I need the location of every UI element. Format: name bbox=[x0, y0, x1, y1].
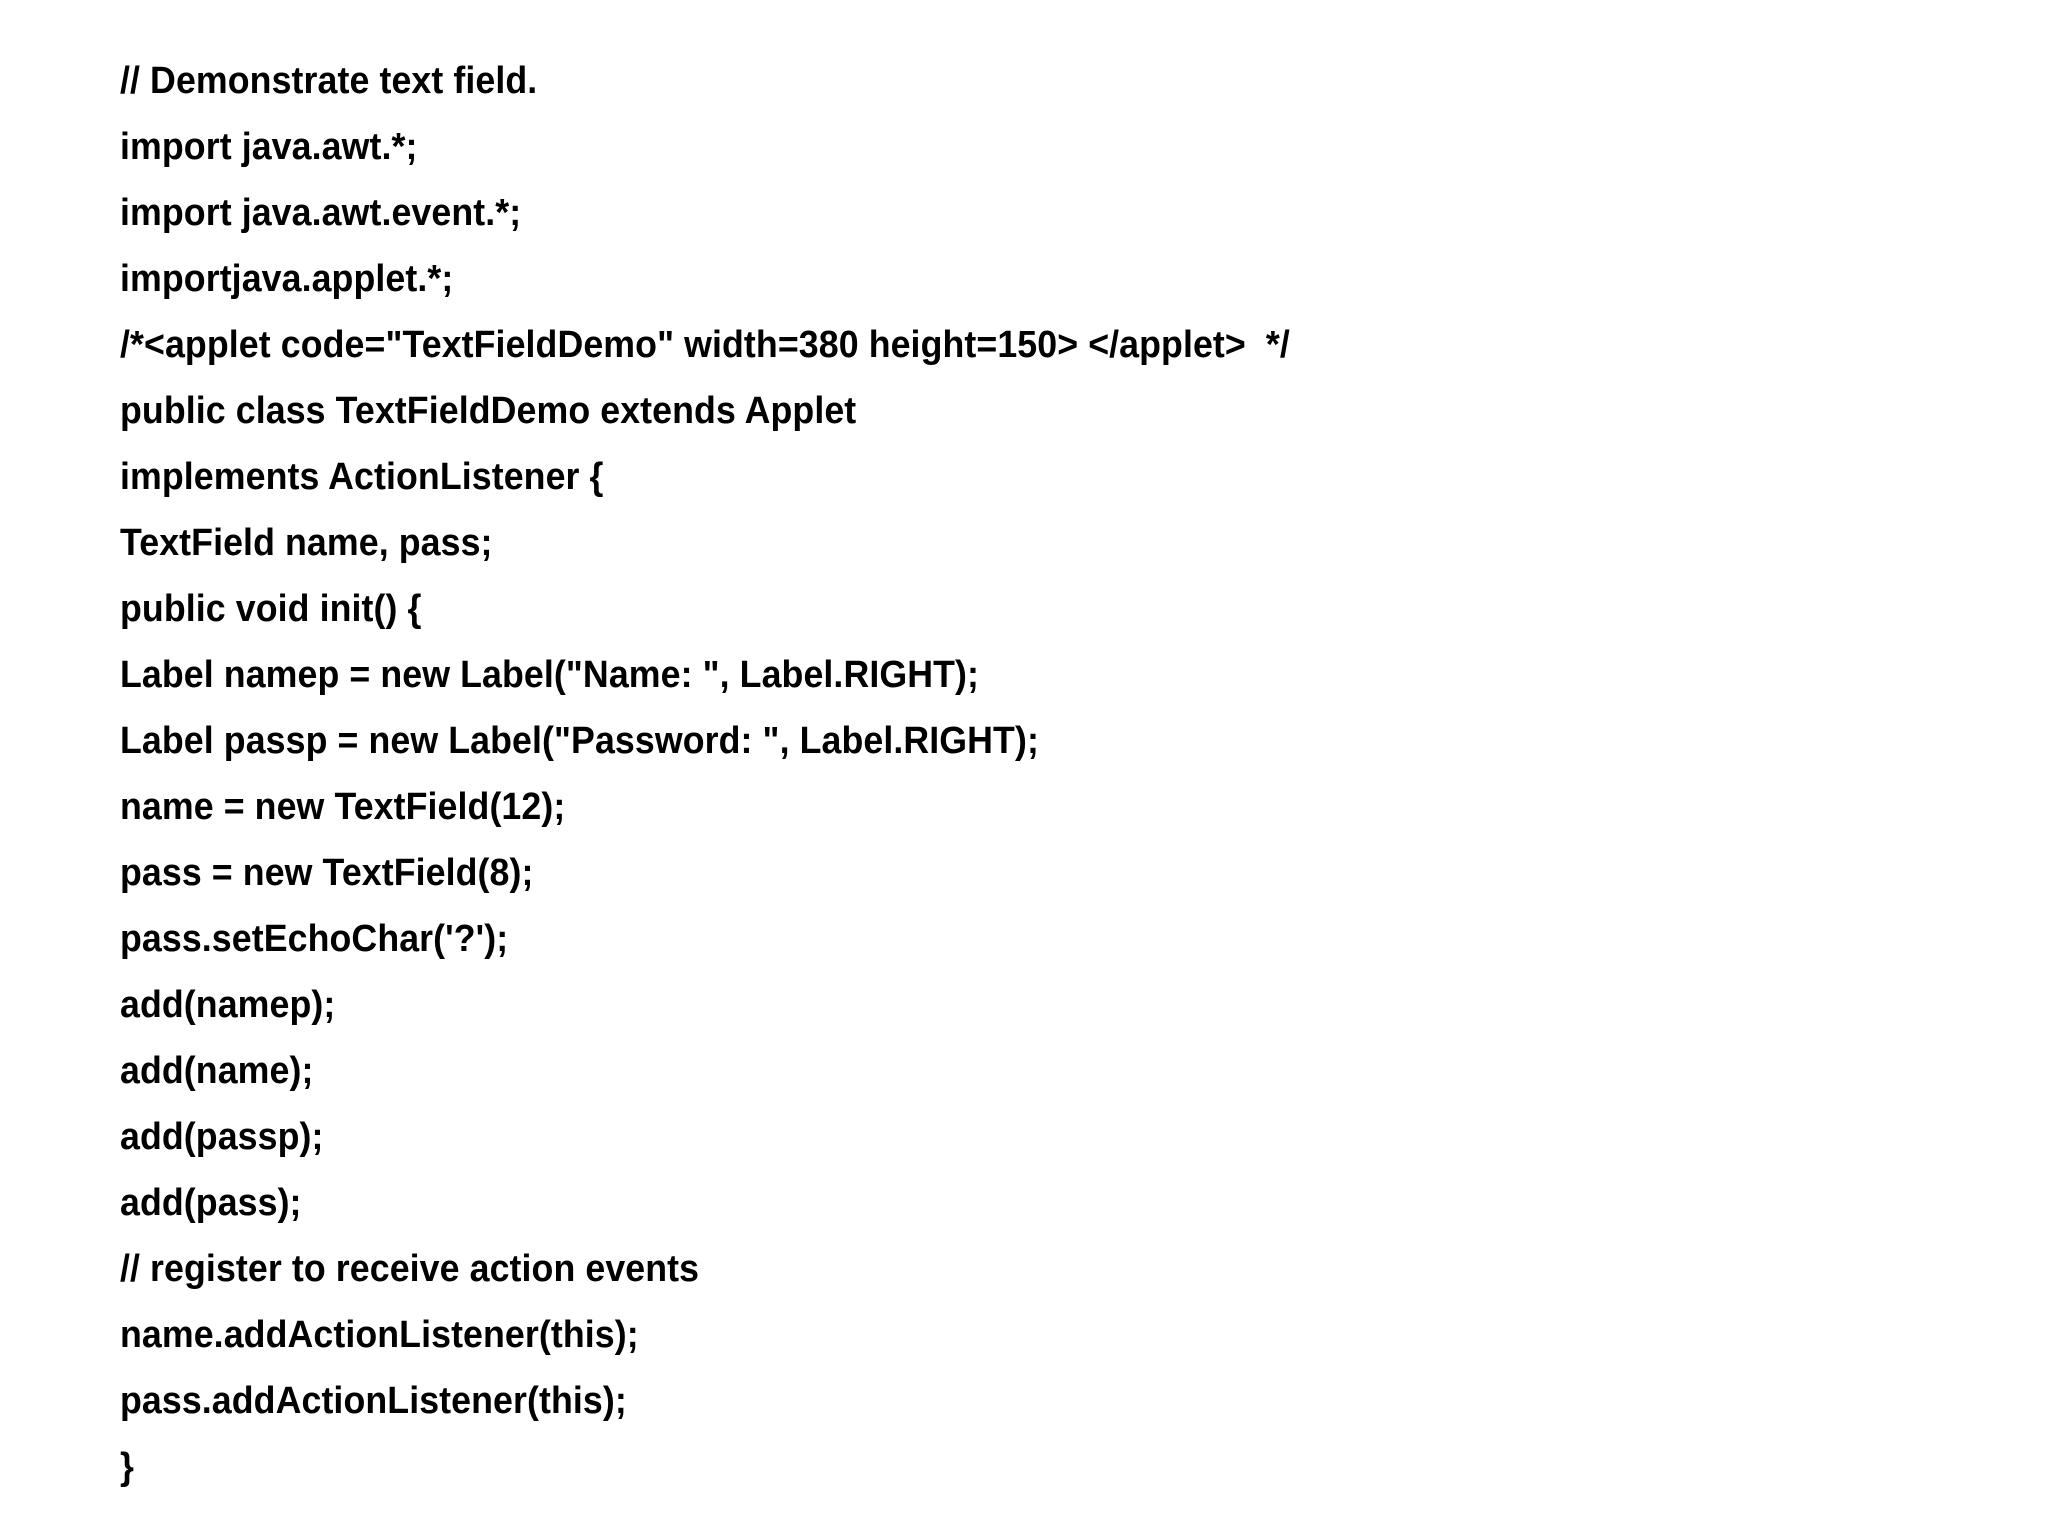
code-line: Label namep = new Label("Name: ", Label.… bbox=[120, 654, 980, 696]
code-line: public void init() { bbox=[120, 588, 422, 630]
code-line: importjava.applet.*; bbox=[120, 258, 454, 300]
code-line: add(namep); bbox=[120, 984, 336, 1026]
code-line: name = new TextField(12); bbox=[120, 786, 566, 828]
code-line: implements ActionListener { bbox=[120, 456, 604, 498]
code-line: add(pass); bbox=[120, 1182, 302, 1224]
code-line: add(passp); bbox=[120, 1116, 324, 1158]
code-line: public class TextFieldDemo extends Apple… bbox=[120, 390, 857, 432]
code-line: Label passp = new Label("Password: ", La… bbox=[120, 720, 1039, 762]
code-line: } bbox=[120, 1446, 134, 1488]
code-line: import java.awt.*; bbox=[120, 126, 418, 168]
code-line: // register to receive action events bbox=[120, 1248, 700, 1290]
code-line: TextField name, pass; bbox=[120, 522, 493, 564]
code-line: pass = new TextField(8); bbox=[120, 852, 534, 894]
code-listing: // Demonstrate text field. import java.a… bbox=[120, 48, 1980, 1500]
code-line: name.addActionListener(this); bbox=[120, 1314, 639, 1356]
code-line: pass.setEchoChar('?'); bbox=[120, 918, 509, 960]
code-line: add(name); bbox=[120, 1050, 314, 1092]
code-line: /*<applet code="TextFieldDemo" width=380… bbox=[120, 324, 1290, 366]
code-line: // Demonstrate text field. bbox=[120, 60, 538, 102]
code-line: pass.addActionListener(this); bbox=[120, 1380, 627, 1422]
code-line: import java.awt.event.*; bbox=[120, 192, 522, 234]
